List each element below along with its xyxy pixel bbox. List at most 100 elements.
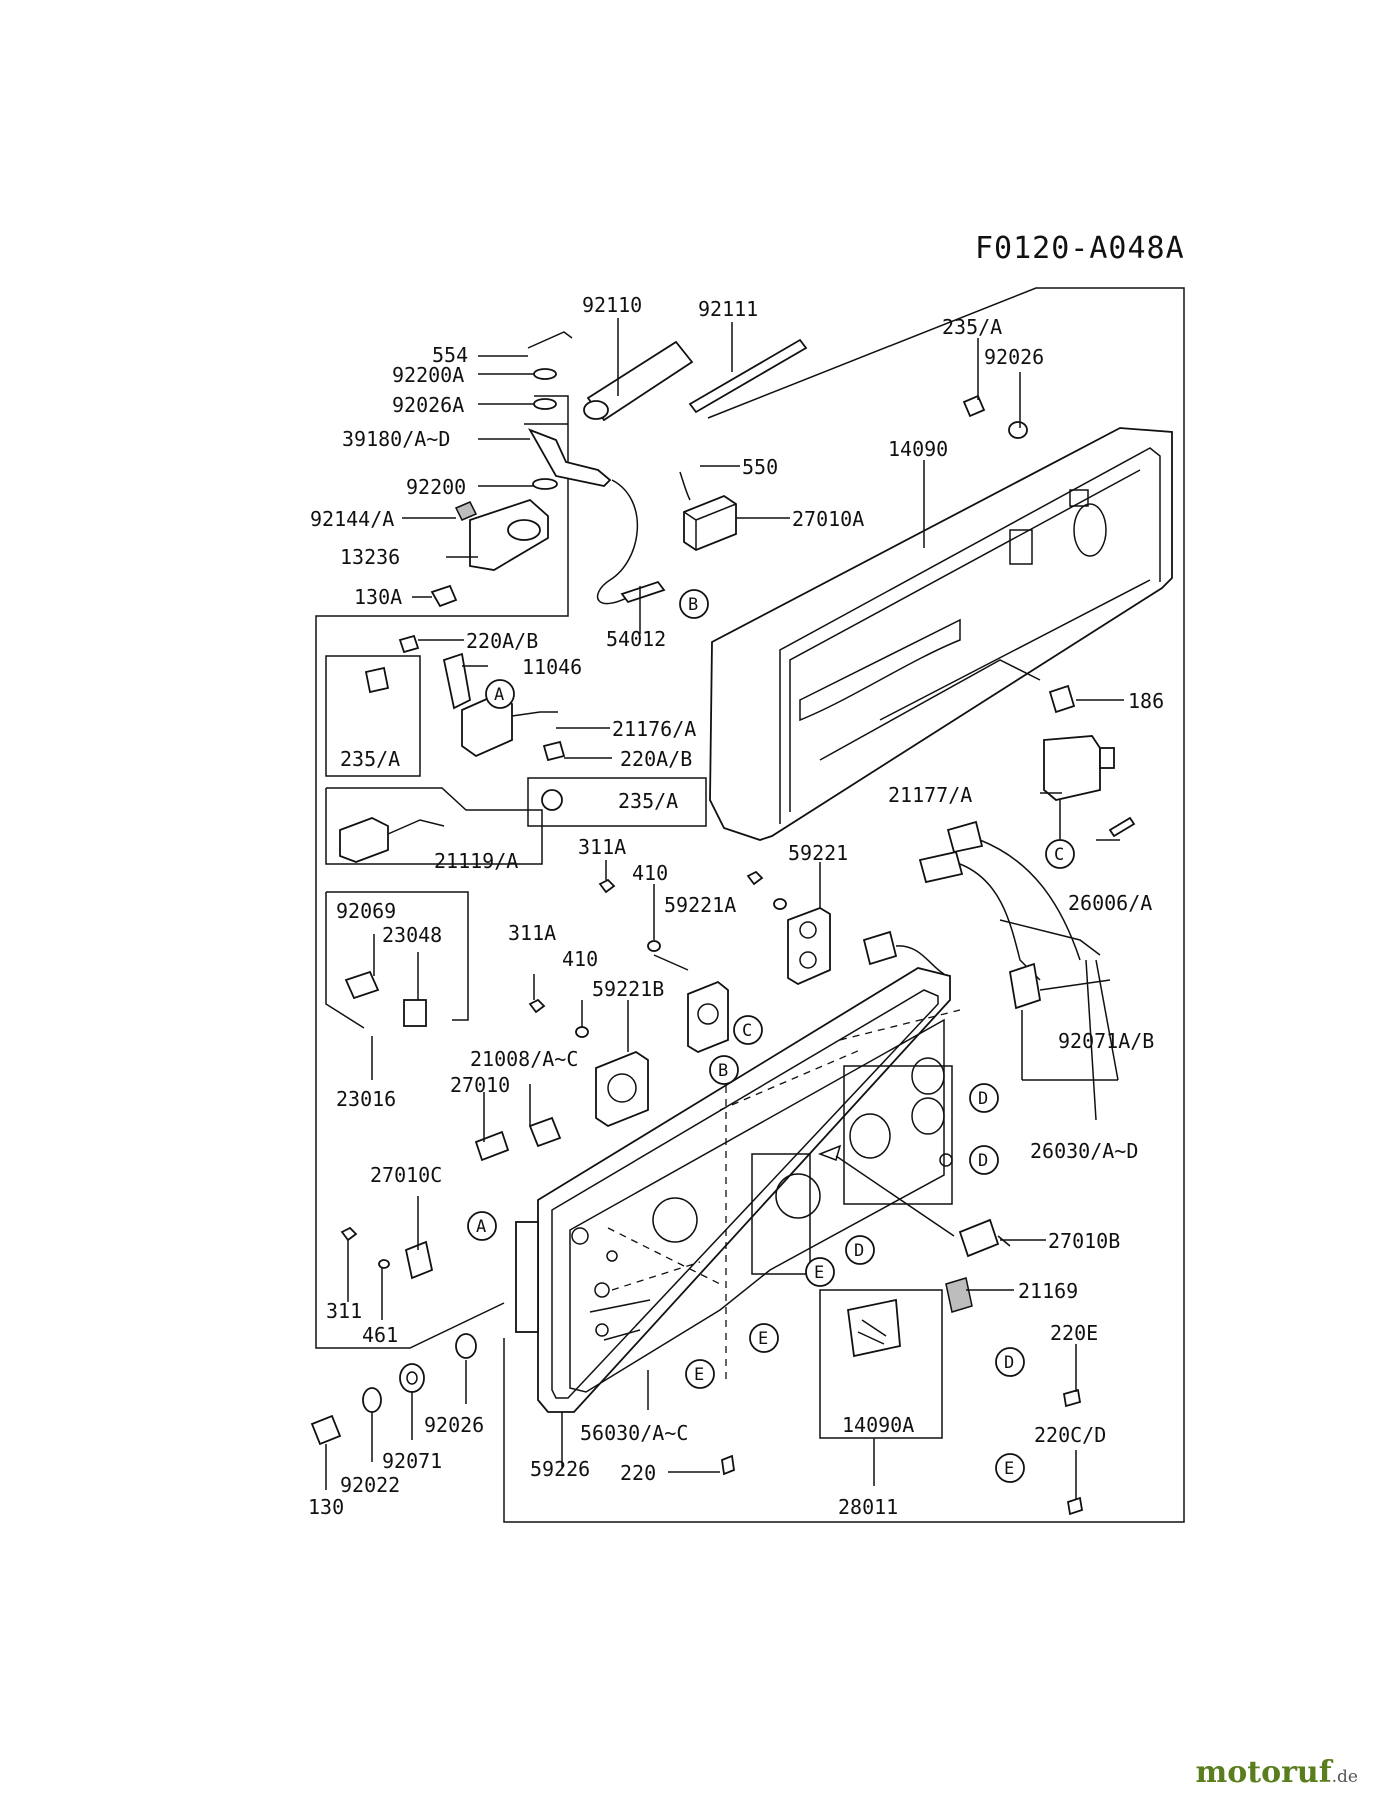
label-311a-2: 311A	[508, 921, 556, 945]
label-26030: 26030/A~D	[1030, 1139, 1138, 1163]
callouts: B A C C B D D A D E E E D E	[467, 589, 1075, 1483]
group-frame	[315, 287, 1185, 1523]
bracket-plate	[515, 1221, 539, 1333]
label-21177: 21177/A	[888, 783, 972, 807]
label-39180: 39180/A~D	[342, 427, 450, 451]
label-23048: 23048	[382, 923, 442, 947]
label-21008: 21008/A~C	[470, 1047, 578, 1071]
svg-text:A: A	[494, 685, 504, 705]
callout-a-2: A	[467, 1211, 497, 1241]
label-235a-box1: 235/A	[340, 747, 400, 771]
svg-text:C: C	[742, 1021, 752, 1041]
svg-text:E: E	[1004, 1459, 1014, 1479]
label-410-2: 410	[562, 947, 598, 971]
label-14090a: 14090A	[842, 1413, 914, 1437]
svg-text:D: D	[978, 1089, 988, 1109]
label-27010b: 27010B	[1048, 1229, 1120, 1253]
dashed-leaders	[607, 1009, 961, 1380]
label-186: 186	[1128, 689, 1164, 713]
callout-d-3: D	[845, 1235, 875, 1265]
label-27010a: 27010A	[792, 507, 864, 531]
label-27010c: 27010C	[370, 1163, 442, 1187]
label-92026a: 92026A	[392, 393, 464, 417]
label-410-1: 410	[632, 861, 668, 885]
callout-e-2: E	[749, 1323, 779, 1353]
callout-e-3: E	[685, 1359, 715, 1389]
label-554: 554	[432, 343, 468, 367]
label-311a-1: 311A	[578, 835, 626, 859]
label-59226: 59226	[530, 1457, 590, 1481]
label-92200a: 92200A	[392, 363, 464, 387]
svg-text:A: A	[476, 1217, 486, 1237]
label-56030: 56030/A~C	[580, 1421, 688, 1445]
label-235a-top: 235/A	[942, 315, 1002, 339]
label-59221b: 59221B	[592, 977, 664, 1001]
label-21176: 21176/A	[612, 717, 696, 741]
label-59221: 59221	[788, 841, 848, 865]
label-23016: 23016	[336, 1087, 396, 1111]
label-130: 130	[308, 1495, 344, 1519]
label-550: 550	[742, 455, 778, 479]
label-235a-box2: 235/A	[618, 789, 678, 813]
label-311: 311	[326, 1299, 362, 1323]
label-92069: 92069	[336, 899, 396, 923]
box-21119	[325, 787, 543, 865]
label-92071: 92071	[382, 1449, 442, 1473]
callout-b-2: B	[709, 1055, 739, 1085]
callout-b-1: B	[679, 589, 709, 619]
callout-a-1: A	[485, 679, 515, 709]
label-27010: 27010	[450, 1073, 510, 1097]
svg-text:C: C	[1054, 845, 1064, 865]
housing-14090	[709, 427, 1173, 841]
label-14090: 14090	[888, 437, 948, 461]
label-92026-top: 92026	[984, 345, 1044, 369]
svg-text:D: D	[978, 1151, 988, 1171]
label-28011: 28011	[838, 1495, 898, 1519]
label-leaders	[325, 318, 1124, 1500]
control-panel	[537, 967, 953, 1413]
box-235a-left	[325, 655, 421, 777]
callout-e-4: E	[995, 1453, 1025, 1483]
label-220ab-2: 220A/B	[620, 747, 692, 771]
label-92144: 92144/A	[310, 507, 394, 531]
svg-text:D: D	[854, 1241, 864, 1261]
svg-text:E: E	[814, 1263, 824, 1283]
label-220: 220	[620, 1461, 656, 1485]
label-220ab-1: 220A/B	[466, 629, 538, 653]
label-21119: 21119/A	[434, 849, 518, 873]
svg-text:B: B	[718, 1061, 728, 1081]
part-labels: 92110 92111 554 92200A 92026A 39180/A~D …	[308, 293, 1164, 1519]
callout-d-2: D	[969, 1145, 999, 1175]
label-21169: 21169	[1018, 1279, 1078, 1303]
box-235a-right	[527, 777, 707, 827]
box-23048	[326, 891, 469, 1021]
svg-text:B: B	[688, 595, 698, 615]
label-26006: 26006/A	[1068, 891, 1152, 915]
svg-text:E: E	[694, 1365, 704, 1385]
label-54012: 54012	[606, 627, 666, 651]
box-14090a	[819, 1289, 943, 1439]
label-92026-bot: 92026	[424, 1413, 484, 1437]
label-13236: 13236	[340, 545, 400, 569]
small-parts	[310, 331, 1136, 1516]
label-461: 461	[362, 1323, 398, 1347]
svg-text:E: E	[758, 1329, 768, 1349]
svg-text:D: D	[1004, 1353, 1014, 1373]
diagram-code: F0120-A048A	[975, 231, 1185, 266]
watermark-logo: motoruf.de	[1195, 1755, 1358, 1790]
label-220cd: 220C/D	[1034, 1423, 1106, 1447]
label-92110: 92110	[582, 293, 642, 317]
label-92111: 92111	[698, 297, 758, 321]
label-11046: 11046	[522, 655, 582, 679]
label-92022: 92022	[340, 1473, 400, 1497]
callout-c-1: C	[1045, 839, 1075, 869]
callout-c-2: C	[733, 1015, 763, 1045]
callout-d-4: D	[995, 1347, 1025, 1377]
label-92071ab: 92071A/B	[1058, 1029, 1154, 1053]
callout-e-1: E	[805, 1257, 835, 1287]
label-130a: 130A	[354, 585, 402, 609]
callout-d-1: D	[969, 1083, 999, 1113]
label-92200: 92200	[406, 475, 466, 499]
label-59221a: 59221A	[664, 893, 736, 917]
